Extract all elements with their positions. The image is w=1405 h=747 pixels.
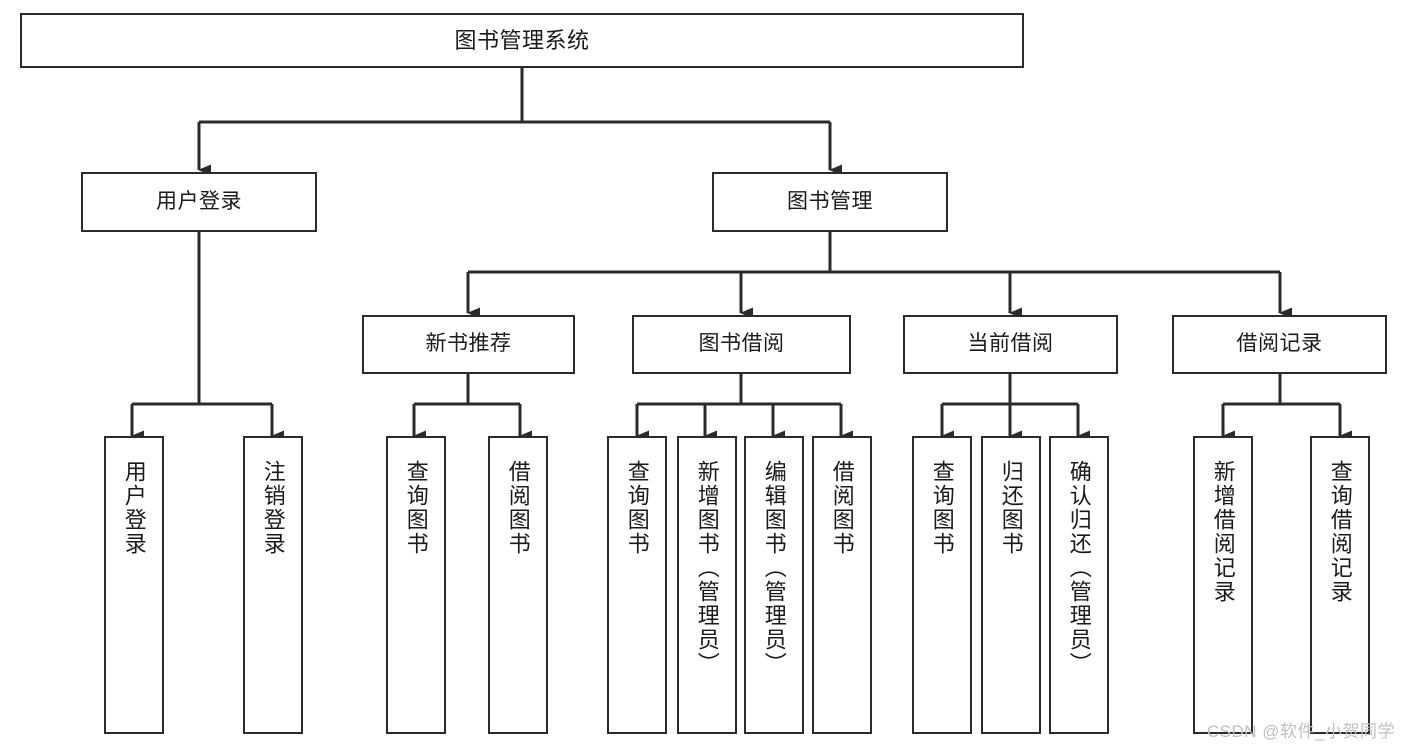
- leaf-current-query-book[interactable]: 查询图书: [912, 436, 972, 734]
- node-label: 注销登录: [260, 460, 286, 556]
- node-label: 查询图书: [929, 460, 955, 556]
- node-label: 查询图书: [403, 460, 429, 556]
- node-book-management[interactable]: 图书管理: [712, 172, 948, 232]
- node-label: 确认归还（管理员）: [1066, 460, 1092, 676]
- leaf-borrow-query-book[interactable]: 查询图书: [607, 436, 667, 734]
- node-label: 图书管理: [787, 189, 873, 213]
- node-label: 归还图书: [998, 460, 1024, 556]
- node-label: 当前借阅: [967, 332, 1054, 356]
- leaf-recommend-query-book[interactable]: 查询图书: [386, 436, 446, 734]
- watermark: CSDN @软件_小贺同学: [1206, 722, 1395, 741]
- node-label: 借阅图书: [829, 460, 855, 556]
- node-label: 用户登录: [156, 189, 242, 213]
- node-label: 用户登录: [121, 460, 147, 556]
- leaf-user-login-signout[interactable]: 注销登录: [243, 436, 303, 734]
- node-user-login[interactable]: 用户登录: [81, 172, 317, 232]
- node-new-book-recommend[interactable]: 新书推荐: [362, 315, 575, 374]
- node-label: 图书管理系统: [454, 27, 590, 53]
- node-label: 查询借阅记录: [1327, 460, 1353, 604]
- node-book-borrow[interactable]: 图书借阅: [632, 315, 851, 374]
- leaf-user-login-signin[interactable]: 用户登录: [104, 436, 164, 734]
- leaf-current-return-book[interactable]: 归还图书: [981, 436, 1041, 734]
- leaf-borrow-add-book-admin[interactable]: 新增图书（管理员）: [677, 436, 737, 734]
- node-label: 借阅图书: [505, 460, 531, 556]
- node-label: 借阅记录: [1236, 332, 1323, 356]
- node-root-system[interactable]: 图书管理系统: [20, 13, 1024, 68]
- leaf-borrow-borrow-book[interactable]: 借阅图书: [812, 436, 872, 734]
- leaf-record-query-record[interactable]: 查询借阅记录: [1310, 436, 1370, 734]
- leaf-borrow-edit-book-admin[interactable]: 编辑图书（管理员）: [744, 436, 804, 734]
- node-label: 查询图书: [624, 460, 650, 556]
- node-borrow-record[interactable]: 借阅记录: [1172, 315, 1387, 374]
- node-label: 编辑图书（管理员）: [761, 460, 787, 676]
- leaf-recommend-borrow-book[interactable]: 借阅图书: [488, 436, 548, 734]
- node-current-borrow[interactable]: 当前借阅: [903, 315, 1118, 374]
- node-label: 图书借阅: [698, 332, 785, 356]
- node-label: 新增图书（管理员）: [694, 460, 720, 676]
- leaf-current-confirm-return-admin[interactable]: 确认归还（管理员）: [1049, 436, 1109, 734]
- leaf-record-add-record[interactable]: 新增借阅记录: [1193, 436, 1253, 734]
- node-label: 新书推荐: [425, 332, 512, 356]
- node-label: 新增借阅记录: [1210, 460, 1236, 604]
